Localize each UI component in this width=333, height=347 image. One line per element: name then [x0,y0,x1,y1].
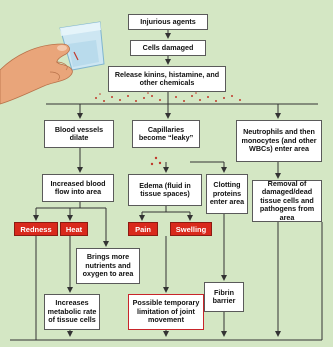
release-chemicals-box: Release kinins, histamine, and other che… [108,66,226,92]
chemical-dots [95,92,241,166]
cells-damaged-box: Cells damaged [130,40,206,56]
cup-icon [59,21,105,71]
sign-redness-badge: Redness [14,222,58,236]
hand-icon [0,43,73,105]
sign-heat-badge: Heat [60,222,88,236]
removal-damaged-tissue-box: Removal of damaged/dead tissue cells and… [252,179,322,222]
sign-swelling-badge: Swelling [170,222,212,236]
edema-box: Edema (fluid in tissue spaces) [128,174,202,206]
neutrophils-monocytes-box: Neutrophils and then monocytes (and othe… [236,120,322,162]
joint-limitation-box: Possible temporary limitation of joint m… [128,294,204,330]
capillaries-leaky-box: Capillaries become “leaky” [132,120,200,148]
increased-blood-flow-box: Increased blood flow into area [42,174,114,202]
metabolic-rate-box: Increases metabolic rate of tissue cells [44,294,100,330]
clotting-proteins-box: Clotting proteins enter area [206,174,248,214]
sign-pain-badge: Pain [128,222,158,236]
nutrients-oxygen-box: Brings more nutrients and oxygen to area [76,248,140,284]
fibrin-barrier-box: Fibrin barrier [204,282,244,312]
blood-vessels-dilate-box: Blood vessels dilate [44,120,114,148]
injurious-agents-box: Injurious agents [128,14,208,30]
